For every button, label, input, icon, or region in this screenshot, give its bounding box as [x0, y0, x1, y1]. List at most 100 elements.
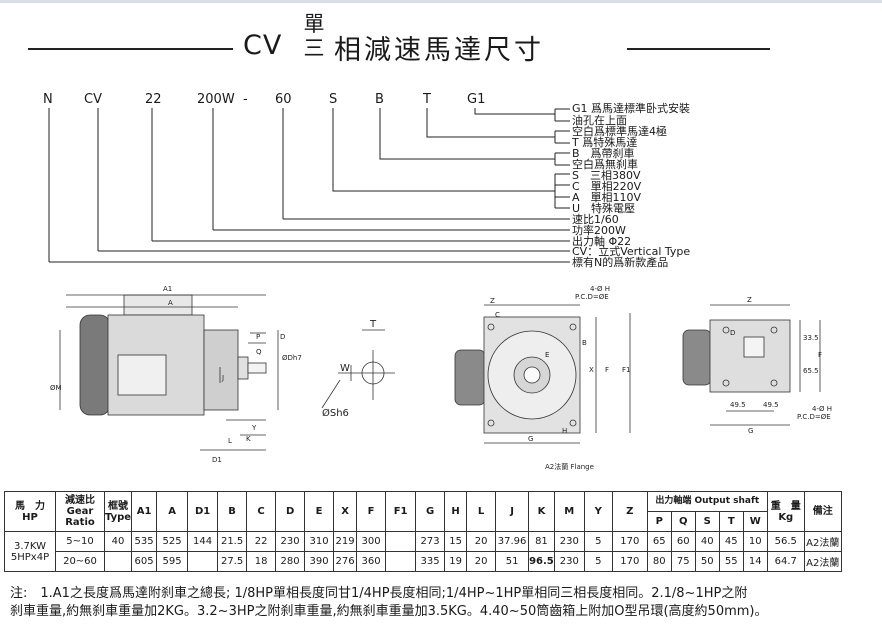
- cell-ratio: 5~10: [55, 531, 105, 552]
- cell-x: 219: [333, 531, 358, 552]
- desc-no-brake: 空白爲無刹車: [572, 158, 638, 171]
- cell-shaft-q: 75: [670, 551, 696, 572]
- cell-f: 300: [356, 531, 387, 552]
- table-subheader-row: P Q S T W: [5, 511, 842, 532]
- code-dash: -: [243, 92, 248, 107]
- cell-shaft-p: 65: [646, 531, 672, 552]
- header-e: E: [304, 491, 335, 532]
- label-p: P: [256, 333, 260, 341]
- label-t: T: [369, 319, 377, 330]
- desc-vertical: CV：立式Vertical Type: [572, 245, 691, 258]
- cell-shaft-s: 40: [694, 531, 720, 552]
- label-d: D: [280, 333, 285, 341]
- cell-weight: 64.7: [766, 551, 805, 572]
- label-q: Q: [256, 348, 262, 356]
- cell-shaft-p: 80: [646, 551, 672, 572]
- desc-380v: S 三相380V: [572, 169, 641, 182]
- header-m: M: [553, 491, 585, 532]
- label-z: Z: [490, 297, 495, 305]
- cell-d1: 144: [187, 531, 219, 552]
- cell-j: 37.96: [495, 531, 530, 552]
- header-z: Z: [611, 491, 648, 532]
- label-hole-a: 4-Ø H: [590, 285, 610, 293]
- desc-110v: A 單相110V: [572, 191, 642, 204]
- label-dim1: 33.5: [803, 334, 819, 342]
- header-l: L: [466, 491, 497, 532]
- label-pcd-b: P.C.D=ØE: [797, 413, 831, 421]
- code-mount: G1: [467, 92, 486, 107]
- cell-f: 360: [356, 551, 387, 572]
- header-x: X: [333, 491, 358, 532]
- label-d1: D1: [212, 456, 222, 464]
- desc-mount: G1 爲馬達標準卧式安裝: [572, 102, 691, 115]
- label-w: W: [340, 363, 350, 374]
- cell-x: 276: [333, 551, 358, 572]
- cell-weight: 56.5: [766, 531, 805, 552]
- desc-std-motor: 空白爲標準馬達4極: [572, 125, 667, 138]
- cell-e: 310: [304, 531, 335, 552]
- top-border: [0, 0, 882, 3]
- code-ratio: 60: [275, 92, 292, 107]
- page-title: CV 單 三 相減速馬達尺寸: [0, 10, 882, 70]
- label-pcd-a: P.C.D=ØE: [575, 293, 609, 301]
- header-shaft-t: T: [718, 511, 744, 532]
- header-shaft-s: S: [694, 511, 720, 532]
- cell-y: 5: [583, 551, 613, 572]
- cell-shaft-w: 10: [742, 531, 768, 552]
- cell-l: 20: [466, 551, 497, 572]
- cell-ratio: 20~60: [55, 551, 105, 572]
- code-brake: B: [375, 92, 384, 107]
- desc-oil: 油孔在上面: [572, 114, 627, 127]
- cell-z: 170: [611, 531, 648, 552]
- cell-k: 81: [528, 531, 555, 552]
- cell-g: 335: [415, 551, 446, 572]
- header-y: Y: [583, 491, 613, 532]
- cell-k: 96.5: [528, 551, 555, 572]
- cell-a1: 535: [131, 531, 158, 552]
- header-d1: D1: [187, 491, 219, 532]
- code-motor: T: [423, 92, 431, 107]
- code-n: N: [43, 92, 53, 107]
- title-stack-bottom: 三: [303, 36, 325, 60]
- header-j: J: [495, 491, 530, 532]
- header-a1: A1: [131, 491, 158, 532]
- label-j: J: [221, 374, 224, 382]
- header-f1: F1: [385, 491, 417, 532]
- cell-m: 230: [553, 531, 585, 552]
- header-b: B: [217, 491, 248, 532]
- cell-j: 51: [495, 551, 530, 572]
- table-row: 20~60 605 595 27.5 18 280 390 276 360 33…: [5, 551, 842, 572]
- label-f: F: [605, 366, 609, 374]
- label-h: H: [562, 427, 567, 435]
- header-shaft-w: W: [742, 511, 768, 532]
- title-line-right: [627, 48, 770, 50]
- footnote: 注: 1.A1之長度爲馬達附刹車之總長; 1/8HP單相長度同甘1/4HP長度相…: [10, 585, 880, 621]
- cell-a1: 605: [131, 551, 158, 572]
- label-l: L: [228, 437, 232, 445]
- header-note: 備注: [803, 491, 842, 532]
- label-c: C: [495, 311, 500, 319]
- cell-shaft-w: 14: [742, 551, 768, 572]
- motor-side-view: [59, 294, 279, 451]
- cell-f1: [385, 531, 417, 552]
- desc-special-voltage: U 特殊電壓: [572, 202, 636, 215]
- label-k: K: [246, 435, 251, 443]
- title-line-left: [28, 48, 233, 50]
- label-f1: F1: [622, 366, 630, 374]
- label-m: ØM: [50, 384, 62, 392]
- header-h: H: [444, 491, 468, 532]
- label-f2: F: [818, 351, 822, 359]
- cell-g: 273: [415, 531, 446, 552]
- header-d: D: [275, 491, 306, 532]
- cell-h: 15: [444, 531, 468, 552]
- shaft-end-view: [321, 329, 395, 409]
- label-a: A: [168, 299, 173, 307]
- header-g: G: [415, 491, 446, 532]
- header-c: C: [246, 491, 277, 532]
- label-y: Y: [251, 424, 257, 432]
